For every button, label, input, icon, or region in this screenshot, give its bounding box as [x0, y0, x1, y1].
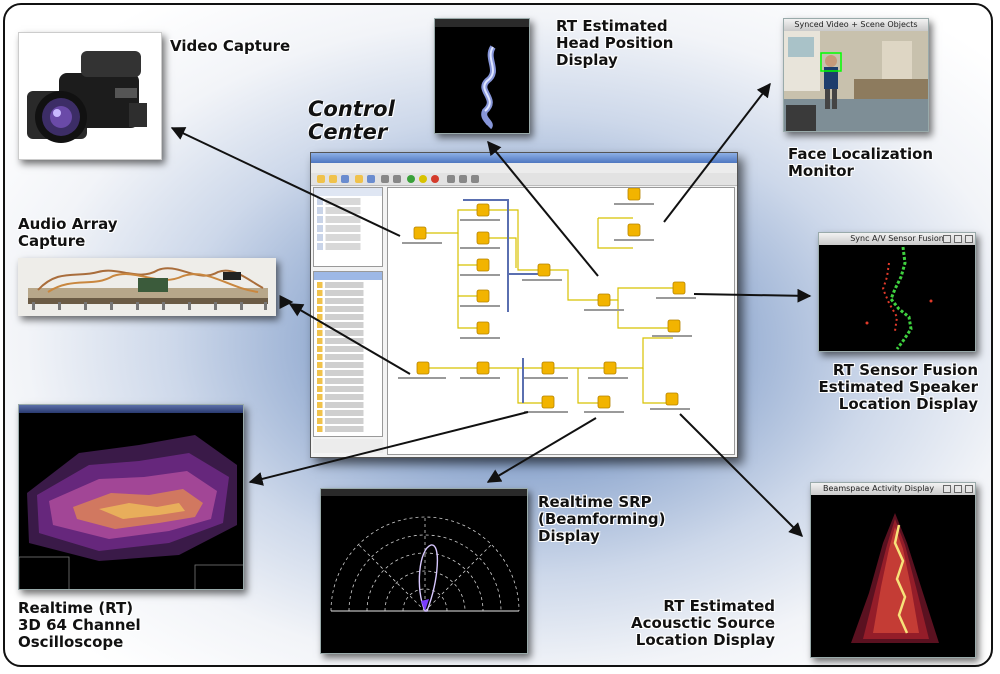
face-localization-window: Synced Video + Scene Objects	[783, 18, 929, 132]
srp-window	[320, 488, 528, 654]
head-position-window	[434, 18, 530, 134]
control-center-toolbar	[311, 173, 737, 186]
oscilloscope-window	[18, 404, 244, 590]
control-center-window	[310, 152, 738, 458]
audio-array-label: Audio Array Capture	[18, 215, 118, 250]
control-center-titlebar	[311, 153, 737, 163]
control-center-statusbar	[313, 439, 383, 453]
module-list-panel	[313, 187, 383, 267]
control-center-title: Control Center	[308, 97, 395, 144]
beamspace-title: Beamspace Activity Display	[811, 483, 975, 495]
oscilloscope-label: Realtime (RT) 3D 64 Channel Oscilloscope	[18, 599, 141, 651]
face-window-title: Synced Video + Scene Objects	[784, 19, 928, 31]
head-position-label: RT Estimated Head Position Display	[556, 17, 674, 69]
acoustic-source-label: RT Estimated Acousctic Source Location D…	[631, 597, 775, 649]
sensor-fusion-label: RT Sensor Fusion Estimated Speaker Locat…	[818, 361, 978, 413]
sensor-fusion-title: Sync A/V Sensor Fusion	[819, 233, 975, 245]
node-graph-canvas	[387, 187, 735, 455]
module-tree-panel	[313, 271, 383, 437]
realtime-srp-label: Realtime SRP (Beamforming) Display	[538, 493, 666, 545]
video-capture-label: Video Capture	[170, 37, 291, 55]
control-center-menubar	[311, 163, 737, 173]
video-camera-image	[18, 32, 162, 160]
audio-array-image	[18, 258, 276, 316]
face-localization-label: Face Localization Monitor	[788, 145, 934, 180]
sensor-fusion-window: Sync A/V Sensor Fusion	[818, 232, 976, 352]
beamspace-window: Beamspace Activity Display	[810, 482, 976, 658]
